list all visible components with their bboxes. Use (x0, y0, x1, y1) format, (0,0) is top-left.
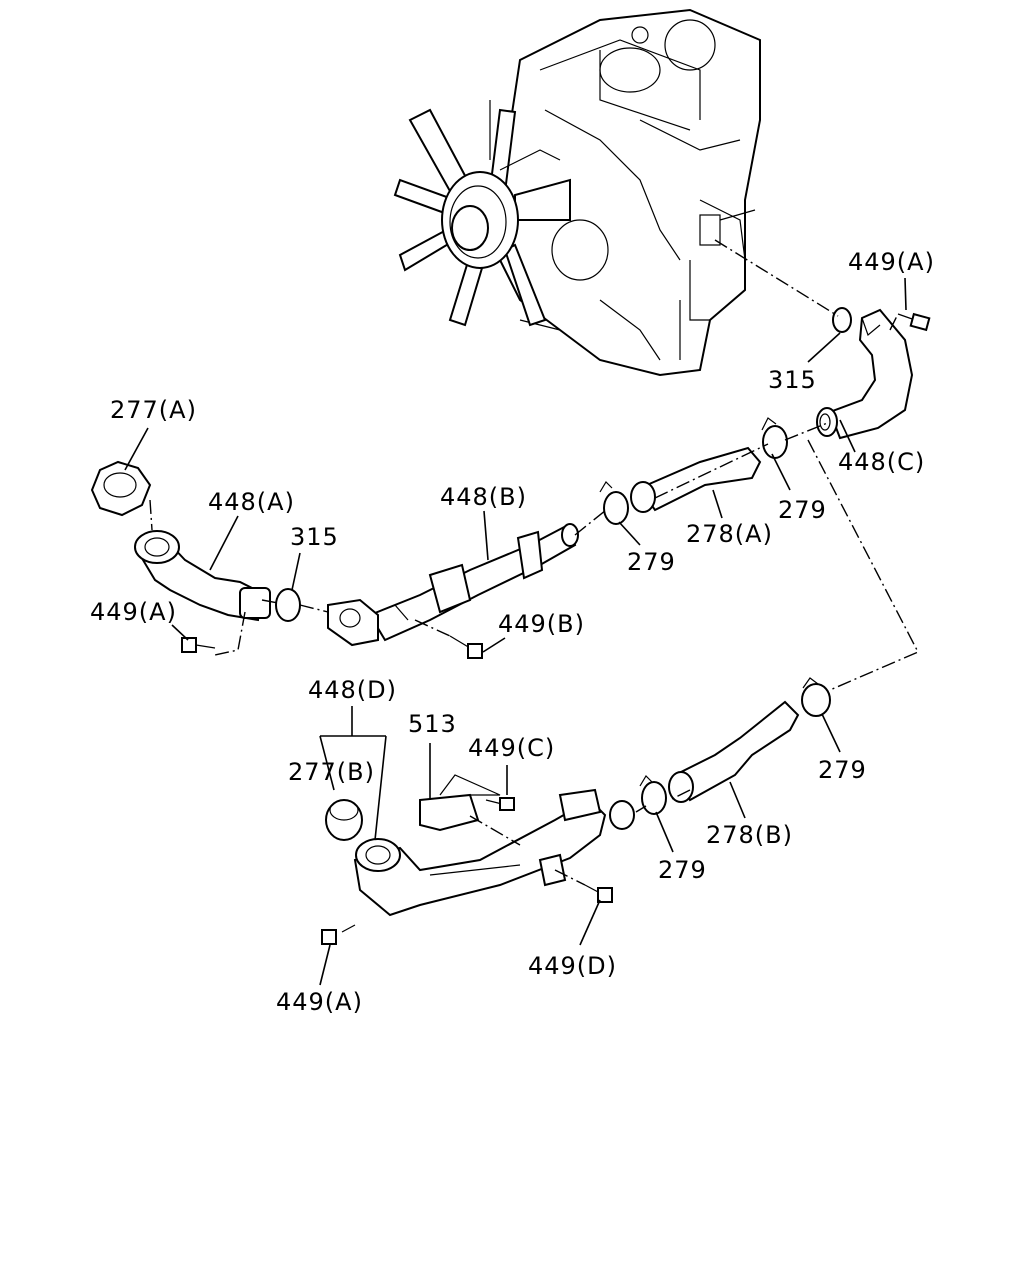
bolt-449b (449, 635, 483, 659)
callout-449a-bottom: 449(A) (276, 988, 363, 1016)
callout-449a-top: 449(A) (848, 248, 935, 276)
callout-448a: 448(A) (208, 488, 295, 516)
callout-315-left: 315 (290, 523, 339, 551)
hose-278b (673, 700, 800, 802)
dash-lines (149, 239, 919, 886)
bolt-449a-bottom (321, 924, 356, 945)
cap-277b (325, 799, 363, 841)
bolt-449c (485, 797, 515, 811)
callout-278b: 278(B) (706, 821, 793, 849)
clamp-279-bottom (639, 775, 667, 815)
clamp-279-right (801, 677, 831, 717)
bolt-449a-left (181, 637, 216, 653)
callout-279-bottom: 279 (658, 856, 707, 884)
hose-278a (638, 446, 762, 512)
pipe-448d (353, 788, 635, 917)
engine-block (393, 8, 761, 377)
callout-279-mid: 279 (627, 548, 676, 576)
gasket-315-left (275, 588, 301, 622)
bracket-513 (419, 774, 501, 832)
clamp-279-top (761, 417, 788, 459)
callout-449c: 449(C) (468, 734, 555, 762)
clamp-279-mid (599, 481, 629, 525)
callout-278a: 278(A) (686, 520, 773, 548)
callout-449b: 449(B) (498, 610, 585, 638)
callout-277a: 277(A) (110, 396, 197, 424)
callout-279-top: 279 (778, 496, 827, 524)
callout-279-right: 279 (818, 756, 867, 784)
leader-lines (124, 277, 907, 986)
callout-513: 513 (408, 710, 457, 738)
callout-448d: 448(D) (308, 676, 397, 704)
callout-448b: 448(B) (440, 483, 527, 511)
callout-448c: 448(C) (838, 448, 925, 476)
bolt-449d (584, 884, 613, 903)
callout-277b: 277(B) (288, 758, 375, 786)
pipe-448b (327, 523, 579, 647)
callout-449d: 449(D) (528, 952, 617, 980)
pipe-448a (134, 530, 271, 656)
callout-449a-left: 449(A) (90, 598, 177, 626)
gasket-315-top (832, 307, 852, 333)
bolt-449a-top (897, 312, 931, 332)
callout-315-top: 315 (768, 366, 817, 394)
cap-277a (90, 460, 152, 517)
pipe-448c (816, 308, 914, 440)
